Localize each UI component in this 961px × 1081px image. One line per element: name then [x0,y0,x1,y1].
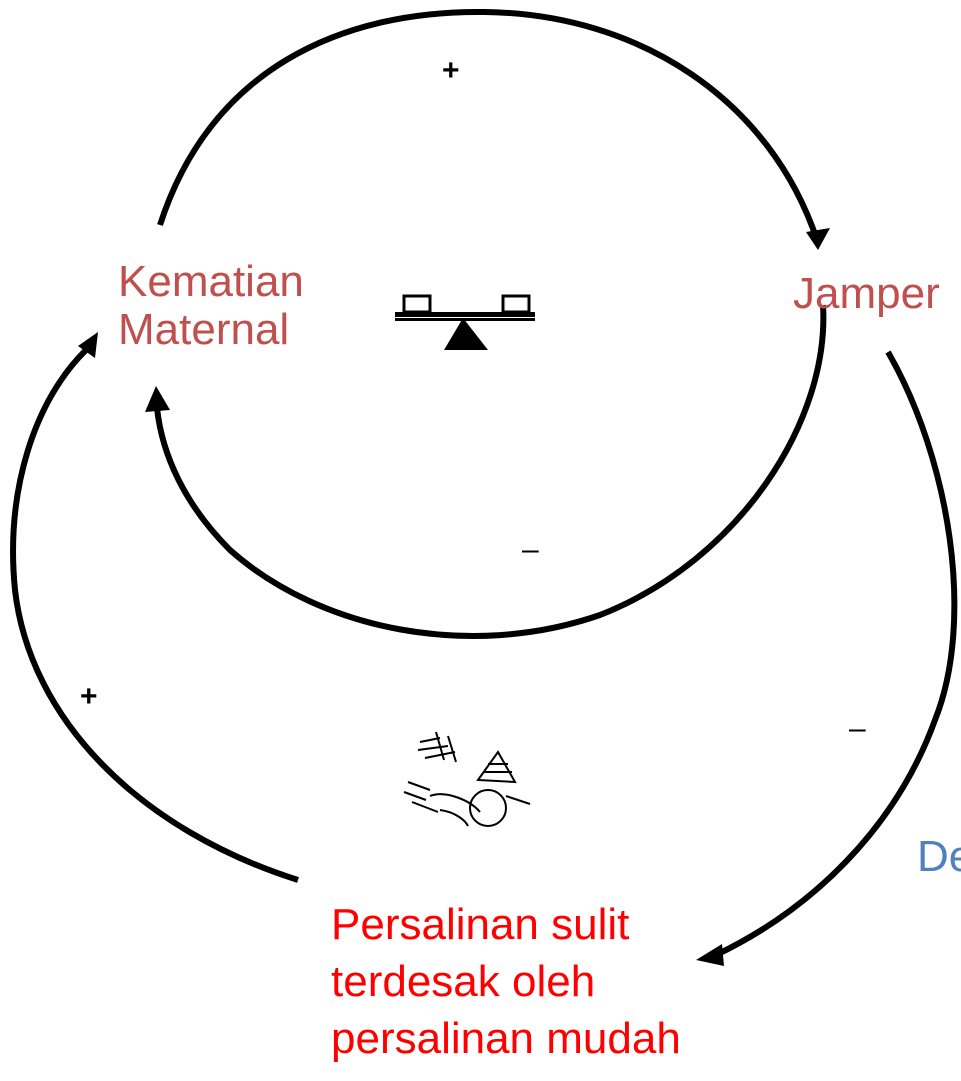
arrow-jamper-to-persalinan [714,350,958,958]
snowball-trees-icon [403,731,531,827]
node-kematian-maternal: Kematian Maternal [118,257,304,354]
arrowhead-kematian-outer [78,332,98,358]
balance-seesaw-icon [395,294,535,350]
arrow-jamper-to-kematian [154,304,827,639]
sign-outer-right-minus: – [849,712,866,745]
arrowhead-persalinan [696,944,724,966]
arrow-kematian-to-jamper [157,8,820,241]
sign-inner-minus: – [522,533,539,566]
node-de: De [917,832,961,881]
node-persalinan: Persalinan sulit terdesak oleh persalina… [331,900,681,1063]
node-jamper: Jamper [793,269,940,318]
arrowhead-kematian-inner [145,386,170,412]
arrow-persalinan-to-kematian [10,347,299,883]
arrowhead-jamper [806,228,830,250]
sign-outer-left-plus: + [80,680,98,713]
sign-top-plus: + [442,54,460,87]
